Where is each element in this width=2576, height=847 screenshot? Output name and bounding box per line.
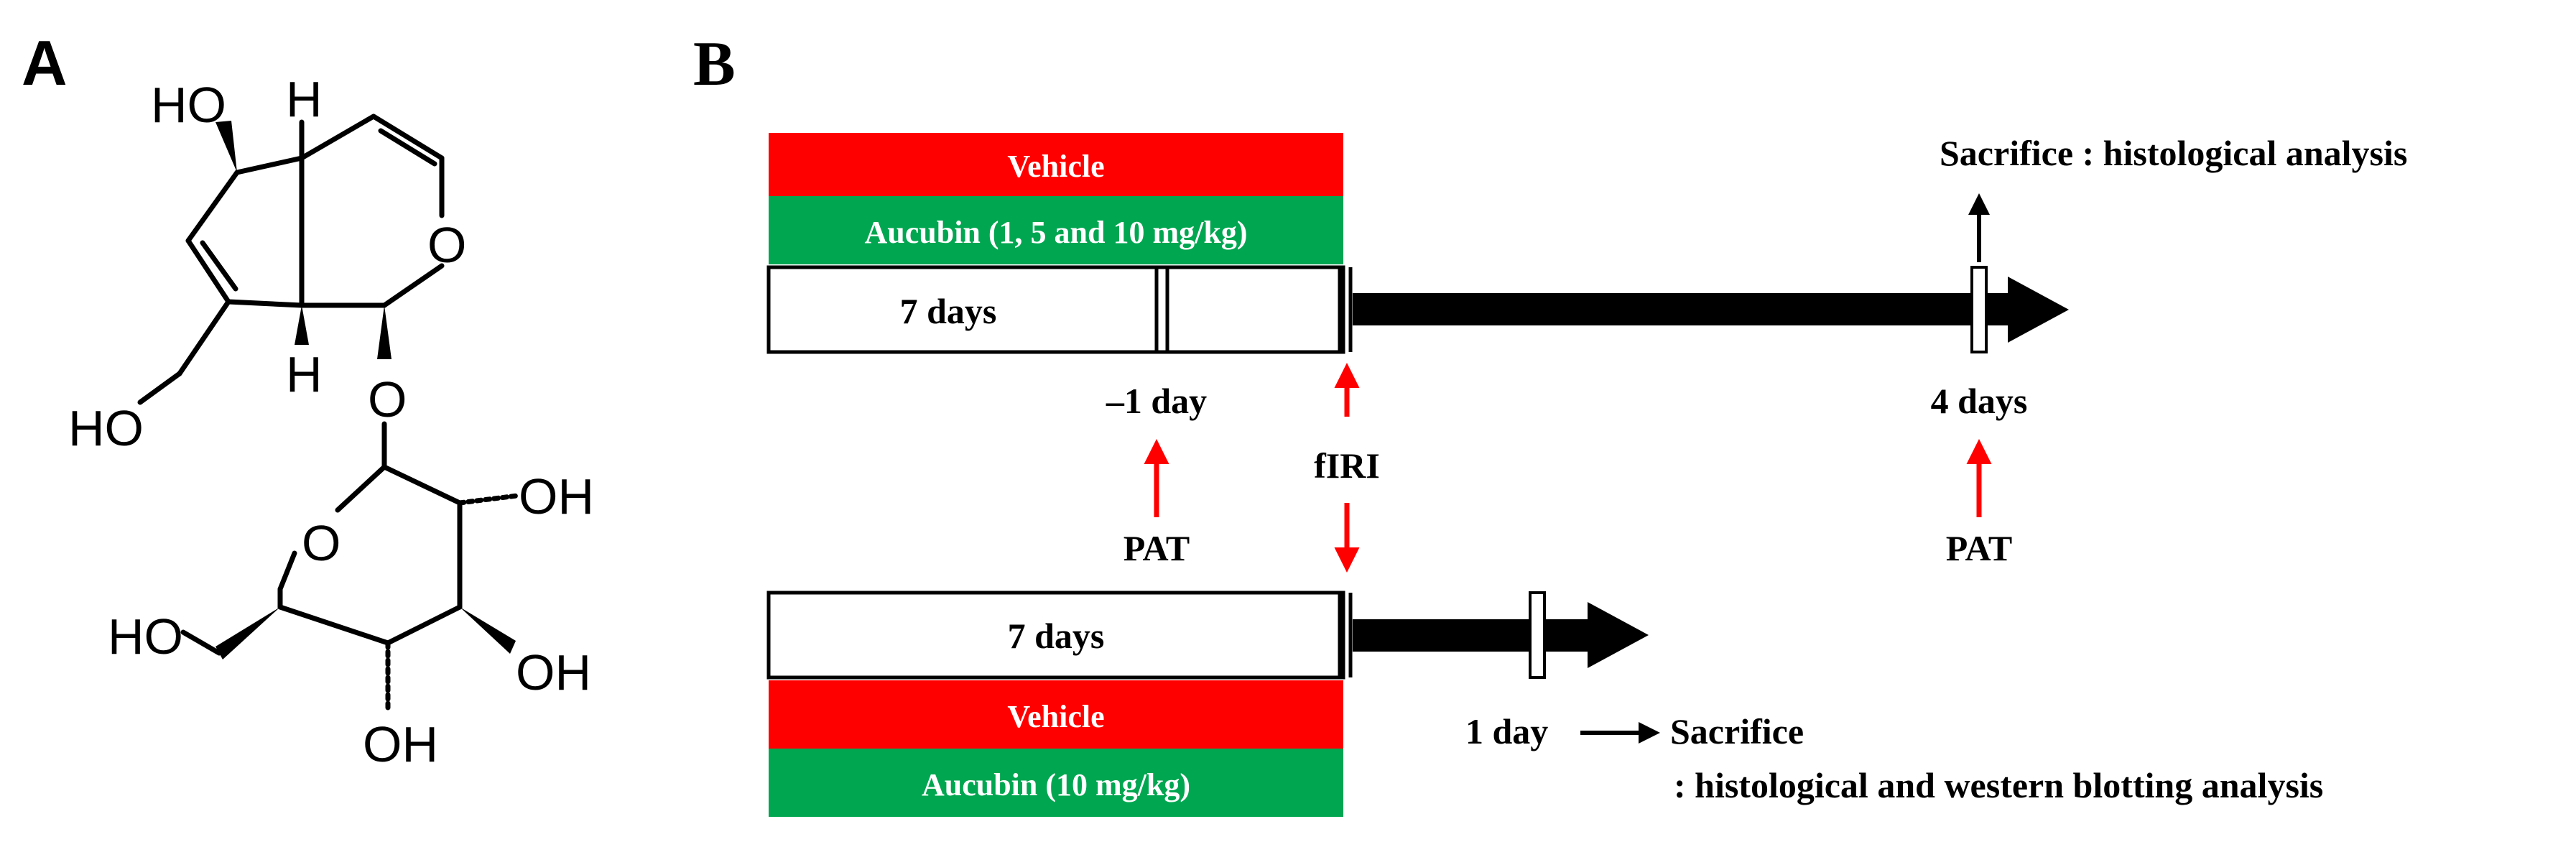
atom-o-sugar: O	[302, 515, 340, 571]
pretreatment-box-top	[766, 265, 1345, 354]
bond	[381, 464, 463, 506]
bond	[299, 114, 376, 161]
timepoint-1day: 1 day	[1465, 711, 1548, 751]
panel-a: A	[22, 27, 594, 772]
tick-4days	[1970, 266, 1988, 353]
atom-ho-top: HO	[151, 77, 226, 133]
atom-o-glyco: O	[368, 371, 407, 427]
bond	[381, 263, 445, 308]
atom-h-top: H	[286, 71, 323, 127]
atom-ho-sugar: HO	[108, 608, 183, 665]
bond	[226, 299, 305, 308]
timepoint-4days: 4 days	[1931, 381, 2028, 421]
atom-ho-left: HO	[68, 400, 144, 456]
pretreatment-box-bottom	[766, 591, 1345, 680]
bond	[277, 550, 297, 592]
wedge-bond	[216, 607, 280, 659]
panel-b: B Vehicle Aucubin (1, 5 and 10 mg/kg) 7 …	[693, 29, 2407, 817]
panel-a-label: A	[22, 27, 68, 98]
vehicle-label-top: Vehicle	[1007, 149, 1104, 184]
aucubin-bar-bottom	[769, 749, 1343, 817]
timeline-arrow-top	[1353, 293, 2010, 325]
vehicle-label-bottom: Vehicle	[1007, 699, 1104, 734]
aucubin-label-top: Aucubin (1, 5 and 10 mg/kg)	[864, 215, 1247, 250]
sacrifice-label-bottom: Sacrifice	[1670, 711, 1804, 751]
atom-oh-bottom: OH	[363, 716, 438, 772]
bond	[180, 629, 222, 656]
vehicle-bar-top	[769, 133, 1343, 196]
timeline-arrowhead-top	[2008, 277, 2069, 343]
bond	[185, 238, 231, 305]
bond	[185, 170, 240, 244]
bond	[137, 371, 182, 405]
aucubin-label-bottom: Aucubin (10 mg/kg)	[922, 767, 1190, 802]
bond	[277, 604, 391, 646]
double-bond	[378, 128, 437, 167]
hashed-bond	[457, 493, 520, 506]
tick-1day	[1529, 591, 1546, 679]
bond	[177, 299, 231, 376]
pretreatment-label-bottom: 7 days	[1008, 616, 1105, 656]
bond	[335, 464, 387, 513]
atom-oh-right: OH	[519, 468, 594, 524]
timepoint-minus1: –1 day	[1106, 381, 1207, 421]
timeline-arrow-bottom	[1353, 619, 1590, 652]
sacrifice-detail-bottom: : histological and western blotting anal…	[1674, 765, 2323, 805]
wedge-bond	[377, 305, 392, 359]
atom-o-ring: O	[427, 217, 466, 273]
firi-label: fIRI	[1314, 445, 1380, 486]
pretreatment-label-top: 7 days	[900, 291, 997, 331]
atom-h-bottom: H	[286, 346, 323, 402]
bond	[385, 604, 463, 646]
sacrifice-label-top: Sacrifice : histological analysis	[1940, 133, 2407, 173]
vehicle-bar-bottom	[769, 680, 1343, 749]
panel-b-label: B	[693, 29, 736, 99]
pat-label-left: PAT	[1123, 528, 1190, 568]
wedge-bond	[216, 121, 237, 172]
aucubin-bar-top	[769, 196, 1343, 264]
atom-oh-lower-right: OH	[516, 644, 591, 700]
bond	[371, 114, 445, 161]
wedge-bond	[295, 305, 309, 345]
wedge-bond	[460, 607, 516, 654]
double-bond	[200, 240, 238, 292]
bond	[234, 155, 305, 175]
aucubin-structure	[137, 114, 520, 714]
timeline-arrowhead-bottom	[1588, 602, 1649, 668]
pat-label-right: PAT	[1946, 528, 2013, 568]
